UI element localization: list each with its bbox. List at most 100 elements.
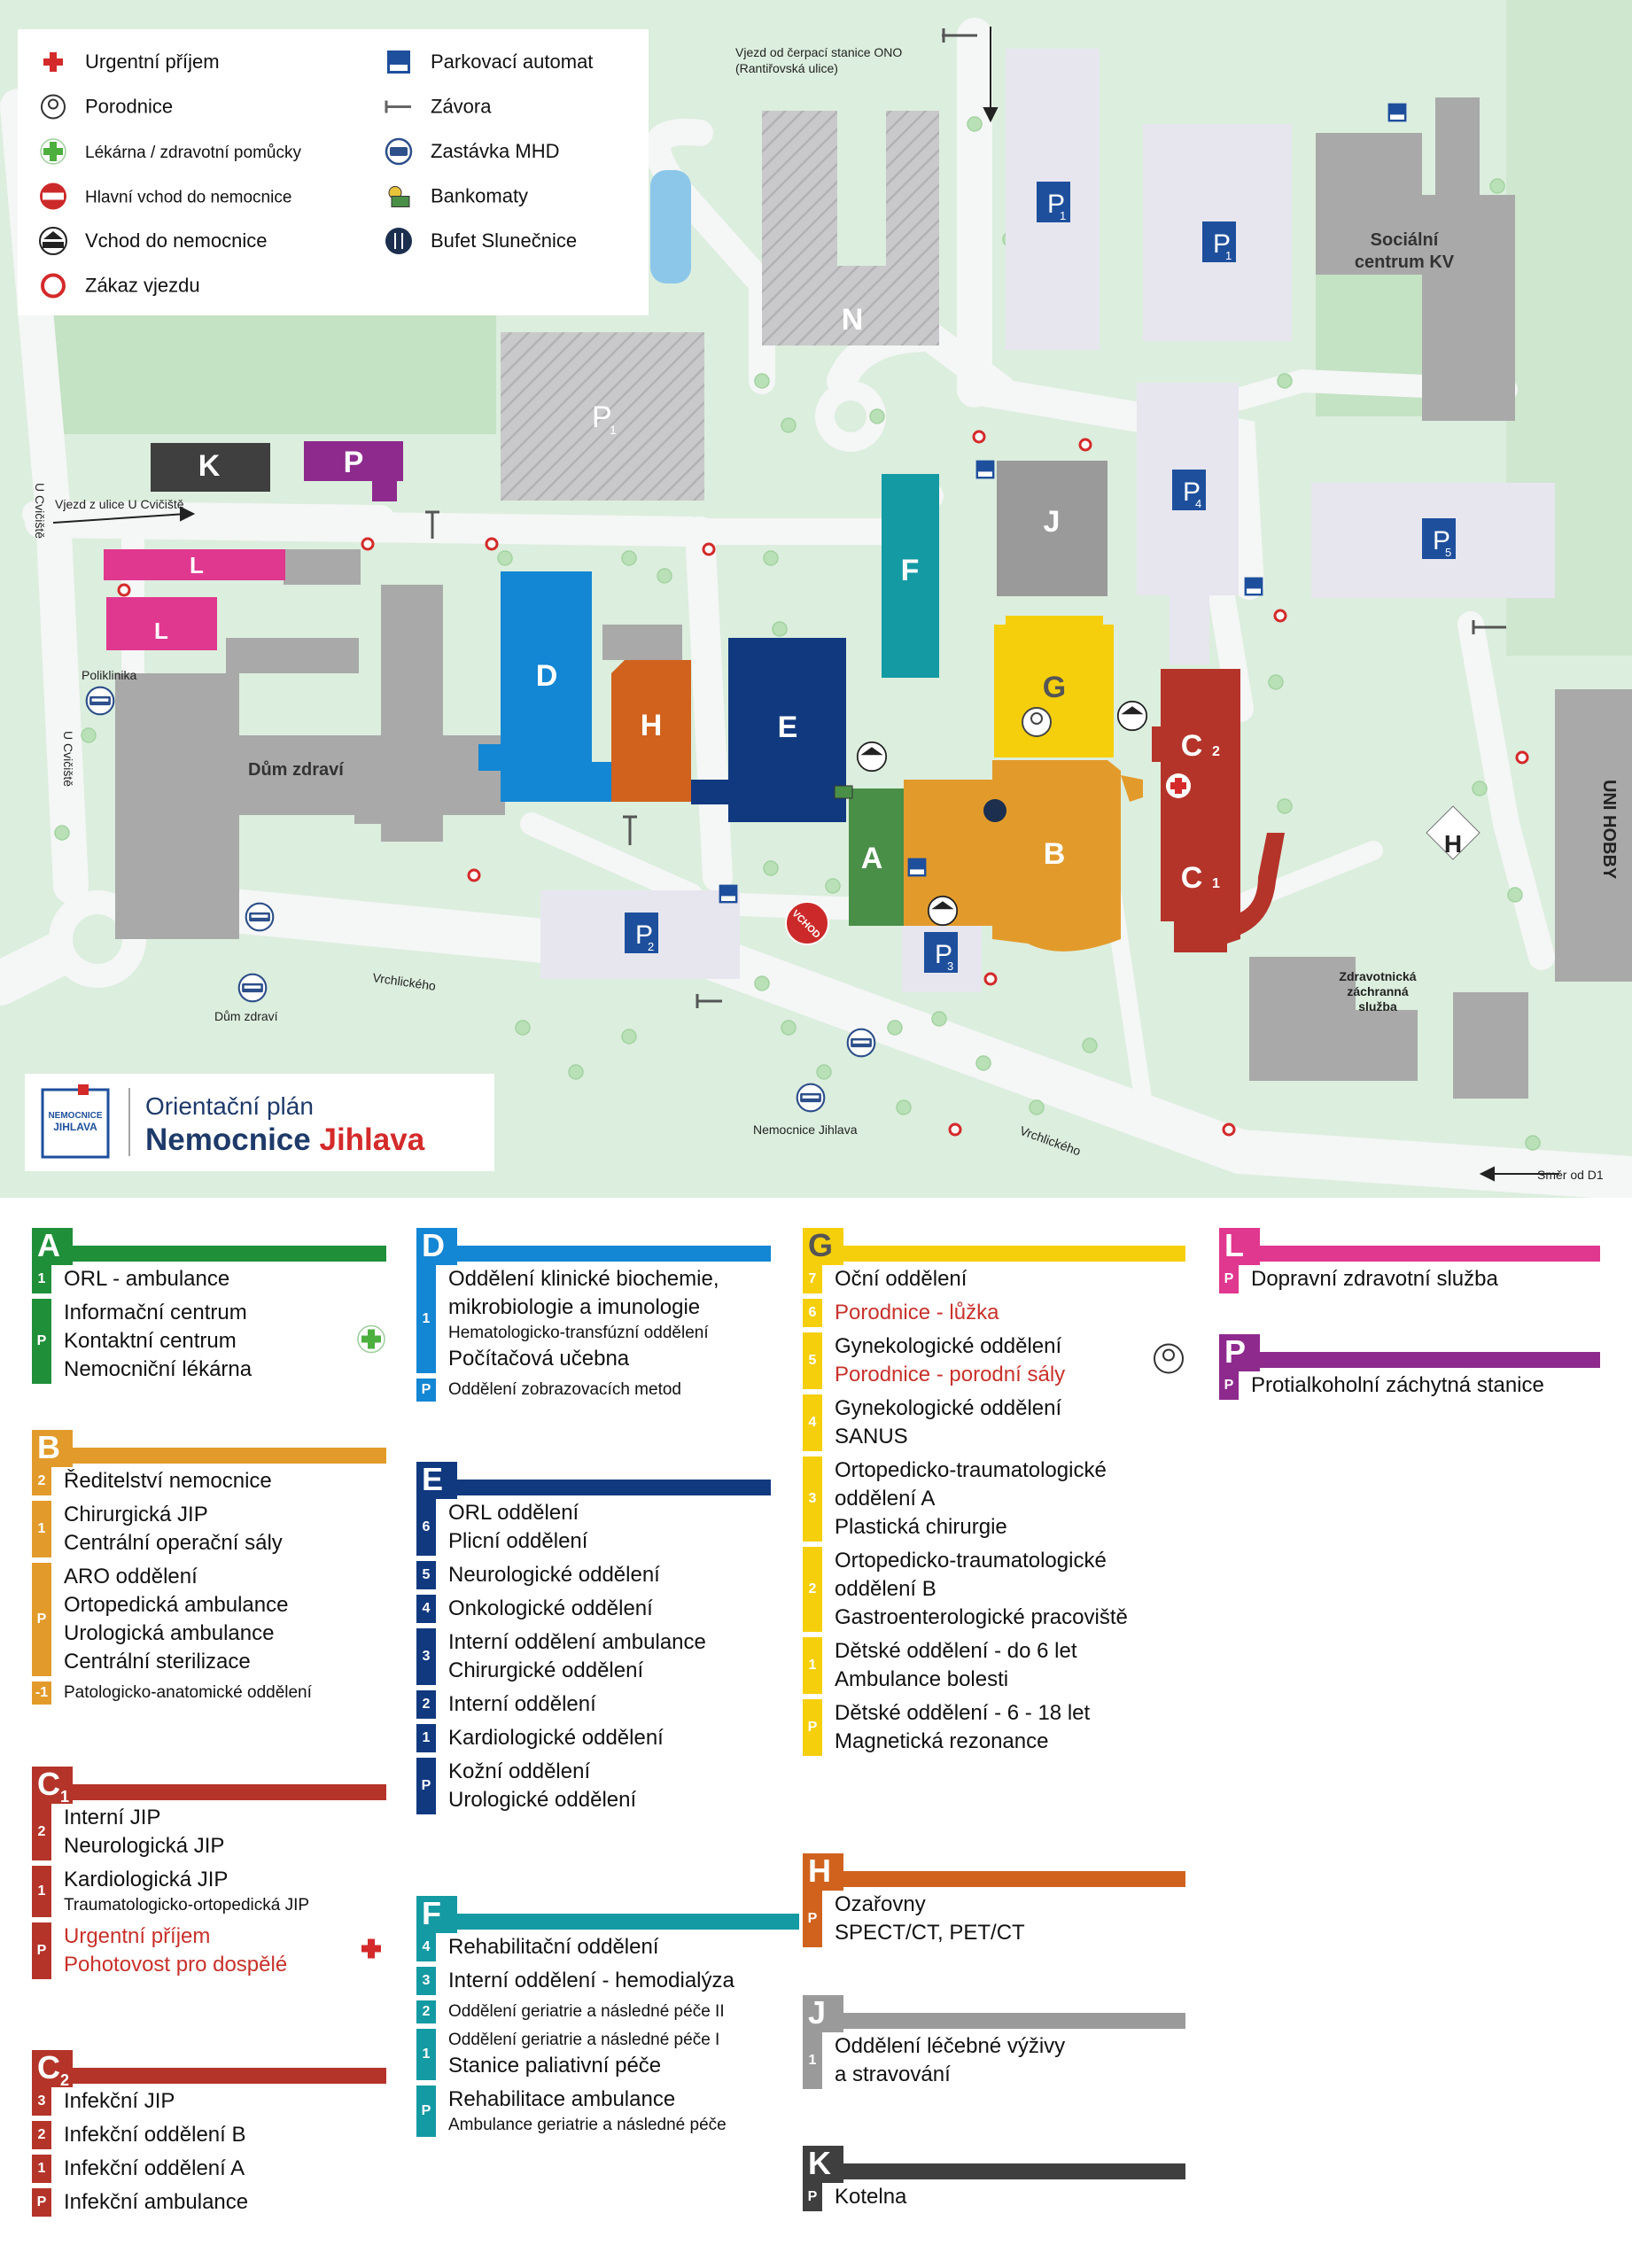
building-n-label: N xyxy=(842,303,864,337)
floor-number: 5 xyxy=(803,1332,822,1389)
section-header: L xyxy=(1219,1228,1600,1265)
service-buildings xyxy=(115,97,1632,1099)
department-name: ORL - ambulance xyxy=(64,1267,230,1291)
floor-number: 4 xyxy=(416,1933,436,1961)
floor-number: 2 xyxy=(32,1804,51,1860)
legend-label: Zákaz vjezdu xyxy=(85,275,200,297)
department-name: mikrobiologie a imunologie xyxy=(448,1295,701,1319)
floor-number: 6 xyxy=(803,1299,822,1327)
red-cross-icon xyxy=(41,50,66,74)
legend-label: Parkovací automat xyxy=(431,50,593,73)
section-letter: A xyxy=(32,1228,73,1265)
building-f xyxy=(882,474,939,678)
main-entrance-icon xyxy=(40,183,66,210)
department-list: Patologicko-anatomické oddělení xyxy=(51,1682,386,1705)
department-name: Protialkoholní záchytná stanice xyxy=(1251,1373,1544,1397)
building-l-south xyxy=(106,597,217,650)
parking-p1-hatched-label: P xyxy=(592,400,612,434)
section-rule xyxy=(843,2013,1185,2029)
barrier-icon xyxy=(385,100,411,113)
parking-p1-hatched xyxy=(501,332,704,501)
floor-number: P xyxy=(416,1758,436,1814)
department-name: Nemocniční lékárna xyxy=(64,1357,253,1381)
title-panel: NEMOCNICE JIHLAVA Orientační plán Nemocn… xyxy=(25,1074,494,1171)
floor-number: P xyxy=(1219,1265,1239,1293)
section-rule xyxy=(1260,1352,1600,1368)
label-uni-hobby: UNI HOBBY xyxy=(1599,780,1619,880)
section-header: H xyxy=(803,1853,1185,1891)
floor-number: 7 xyxy=(803,1265,822,1293)
department-name: Dětské oddělení - do 6 let xyxy=(835,1639,1077,1663)
department-name: Kardiologické oddělení xyxy=(448,1726,664,1750)
department-name: Gynekologické oddělení xyxy=(835,1334,1062,1358)
building-d-label: D xyxy=(536,659,558,693)
legend-label: Závora xyxy=(431,96,492,118)
legend-item: Urgentní příjem xyxy=(41,50,220,74)
department-list: Infekční ambulance xyxy=(51,2188,386,2217)
logo-frame xyxy=(41,1088,110,1159)
red-cross-icon xyxy=(356,1934,386,1969)
floor-number: -1 xyxy=(32,1682,51,1705)
floor-number: 5 xyxy=(416,1561,436,1589)
department-name: Gastroenterologické pracoviště xyxy=(835,1605,1128,1629)
section-letter: H xyxy=(803,1853,843,1891)
section-rule xyxy=(1260,1246,1600,1262)
section-header: K xyxy=(803,2146,1185,2183)
section-header: E xyxy=(416,1462,771,1499)
roundabout-center xyxy=(73,914,122,964)
section-letter: P xyxy=(1219,1334,1260,1371)
legend-label: Vchod do nemocnice xyxy=(85,229,267,252)
legend-item: Bankomaty xyxy=(388,185,528,207)
parking-p2: P xyxy=(635,920,653,950)
building-c-annex xyxy=(1152,726,1161,762)
label-dum-zdravi: Dům zdraví xyxy=(248,760,345,780)
department-name: Magnetická rezonance xyxy=(835,1729,1049,1753)
floor-number: P xyxy=(416,2085,436,2137)
legend-item: Hlavní vchod do nemocnice xyxy=(40,183,291,210)
section-rule xyxy=(73,1448,386,1464)
department-list: ORL - ambulance xyxy=(51,1265,386,1293)
map-title-line2: Nemocnice Jihlava xyxy=(145,1122,425,1157)
parking-meter-icon xyxy=(387,50,410,74)
department-name: Neurologické oddělení xyxy=(448,1563,660,1587)
department-list: Onkologické oddělení xyxy=(436,1595,771,1623)
department-name: Ozařovny xyxy=(835,1892,926,1916)
section-rule xyxy=(457,1246,771,1262)
parking-p1-top: P xyxy=(1047,190,1065,219)
svg-text:2: 2 xyxy=(648,940,654,953)
department-name: Ambulance bolesti xyxy=(835,1667,1009,1691)
floor-number: 1 xyxy=(803,2032,822,2089)
floor-number: 1 xyxy=(416,2029,436,2080)
department-name: oddělení B xyxy=(835,1577,936,1601)
heliport xyxy=(1426,805,1480,860)
section-letter: K xyxy=(803,2146,843,2183)
cafe-icon xyxy=(385,228,412,254)
pond xyxy=(650,170,691,284)
department-name: ARO oddělení xyxy=(64,1565,198,1588)
department-name: Porodnice - lůžka xyxy=(835,1301,999,1324)
department-name: Oddělení léčebné výživy xyxy=(835,2034,1066,2058)
department-name: SANUS xyxy=(835,1425,908,1449)
